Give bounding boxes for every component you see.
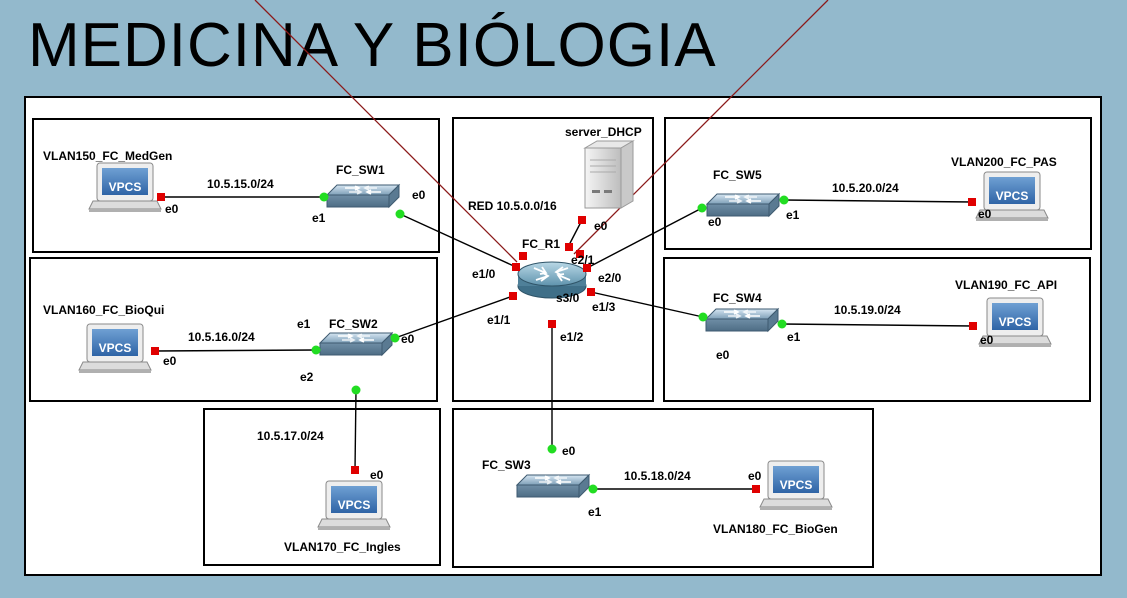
port-label: e1/0 bbox=[472, 267, 496, 281]
vpcs200-label: VLAN200_FC_PAS bbox=[951, 155, 1057, 169]
port-label: e1 bbox=[312, 211, 326, 225]
port-label: e0 bbox=[716, 348, 730, 362]
subnet-label: 10.5.15.0/24 bbox=[207, 177, 274, 191]
port-label: e2/0 bbox=[598, 271, 622, 285]
port-label: e2/1 bbox=[571, 253, 595, 267]
vpcs-screen-label: VPCS bbox=[99, 341, 132, 355]
port-label: e0 bbox=[412, 188, 426, 202]
port-label: e0 bbox=[163, 354, 177, 368]
port-label: e1/1 bbox=[487, 313, 511, 327]
subnet-label: 10.5.19.0/24 bbox=[834, 303, 901, 317]
vpcs170-label: VLAN170_FC_Ingles bbox=[284, 540, 401, 554]
vpcs190-label: VLAN190_FC_API bbox=[955, 278, 1058, 292]
port-label: s3/0 bbox=[556, 291, 580, 305]
subnet-label: 10.5.18.0/24 bbox=[624, 469, 691, 483]
sw2-label: FC_SW2 bbox=[329, 317, 378, 331]
port-label: e1/3 bbox=[592, 300, 616, 314]
sw5-label: FC_SW5 bbox=[713, 168, 762, 182]
port-label: e0 bbox=[708, 215, 722, 229]
zone-ingles bbox=[203, 408, 441, 566]
port-label: e2 bbox=[300, 370, 314, 384]
vpcs-screen-label: VPCS bbox=[780, 478, 813, 492]
sw4-label: FC_SW4 bbox=[713, 291, 762, 305]
port-label: e0 bbox=[370, 468, 384, 482]
annotation-line-left bbox=[254, 0, 518, 263]
vpcs150-label: VLAN150_FC_MedGen bbox=[43, 149, 173, 163]
sw3-label: FC_SW3 bbox=[482, 458, 531, 472]
port-label: e0 bbox=[980, 333, 994, 347]
port-label: e0 bbox=[401, 332, 415, 346]
port-label: e1 bbox=[588, 505, 602, 519]
vpcs160-label: VLAN160_FC_BioQui bbox=[43, 303, 165, 317]
subnet-label: 10.5.17.0/24 bbox=[257, 429, 324, 443]
page-title: MEDICINA Y BIÓLOGIA bbox=[28, 11, 717, 80]
server-label: server_DHCP bbox=[565, 125, 642, 139]
sw1-label: FC_SW1 bbox=[336, 163, 385, 177]
switch-icon bbox=[326, 184, 400, 208]
vpcs180-label: VLAN180_FC_BioGen bbox=[713, 522, 838, 536]
annotation-line-right bbox=[573, 0, 829, 255]
vpcs-screen-label: VPCS bbox=[338, 498, 371, 512]
switch-icon bbox=[705, 308, 779, 332]
port-label: e1/2 bbox=[560, 330, 584, 344]
subnet-label: 10.5.20.0/24 bbox=[832, 181, 899, 195]
server-dhcp-icon bbox=[583, 140, 635, 209]
vpcs-screen-label: VPCS bbox=[999, 315, 1032, 329]
port-label: e0 bbox=[978, 207, 992, 221]
port-label: e0 bbox=[748, 469, 762, 483]
port-label: e1 bbox=[297, 317, 311, 331]
port-label: e0 bbox=[165, 202, 179, 216]
port-label: e1 bbox=[786, 208, 800, 222]
network-label: RED 10.5.0.0/16 bbox=[468, 199, 557, 213]
port-label: e1 bbox=[787, 330, 801, 344]
router-icon bbox=[517, 261, 587, 299]
switch-icon bbox=[319, 332, 393, 356]
switch-icon bbox=[706, 193, 780, 217]
vpcs-screen-label: VPCS bbox=[996, 189, 1029, 203]
port-label: e0 bbox=[562, 444, 576, 458]
vpcs-screen-label: VPCS bbox=[109, 180, 142, 194]
port-label: e0 bbox=[594, 219, 608, 233]
links bbox=[154, 196, 974, 490]
subnet-label: 10.5.16.0/24 bbox=[188, 330, 255, 344]
link-status-up bbox=[311, 192, 789, 494]
router-label: FC_R1 bbox=[522, 237, 561, 251]
switch-icon bbox=[516, 474, 590, 498]
link-status-down bbox=[151, 193, 977, 493]
